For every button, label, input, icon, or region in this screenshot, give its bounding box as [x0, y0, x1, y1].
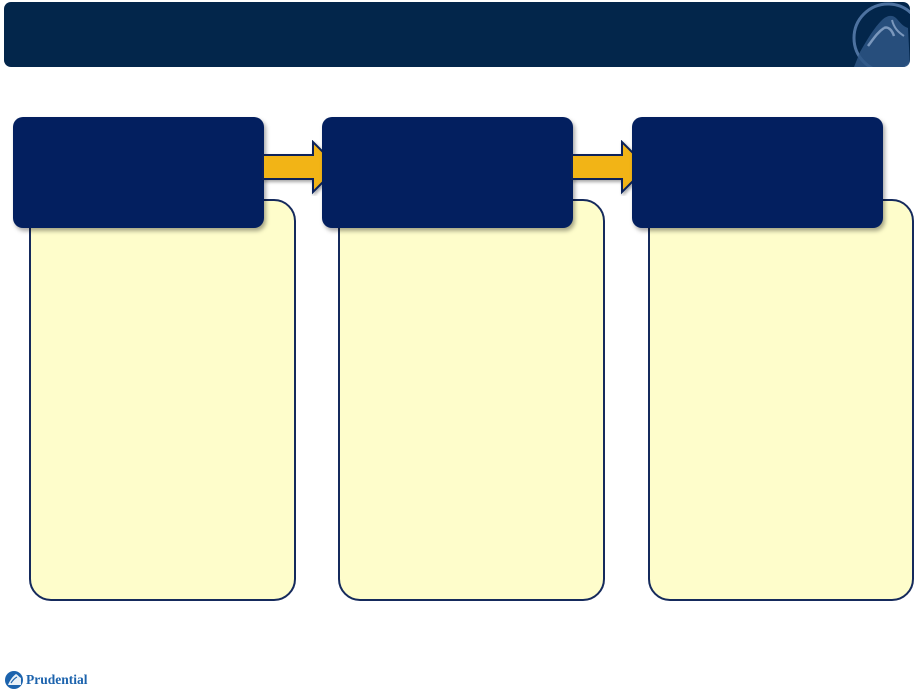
step-3-header: [632, 117, 883, 228]
step-1-body: [29, 199, 296, 601]
rock-of-gibraltar-icon: [852, 2, 910, 67]
rock-of-gibraltar-icon: [5, 671, 23, 689]
footer-logo-text: Prudential: [26, 672, 88, 687]
prudential-logo: Prudential: [4, 670, 88, 690]
step-2-body: [338, 199, 605, 601]
title-bar: [4, 2, 910, 67]
step-1-header: [13, 117, 264, 228]
step-2-header: [322, 117, 573, 228]
step-3-body: [648, 199, 914, 601]
